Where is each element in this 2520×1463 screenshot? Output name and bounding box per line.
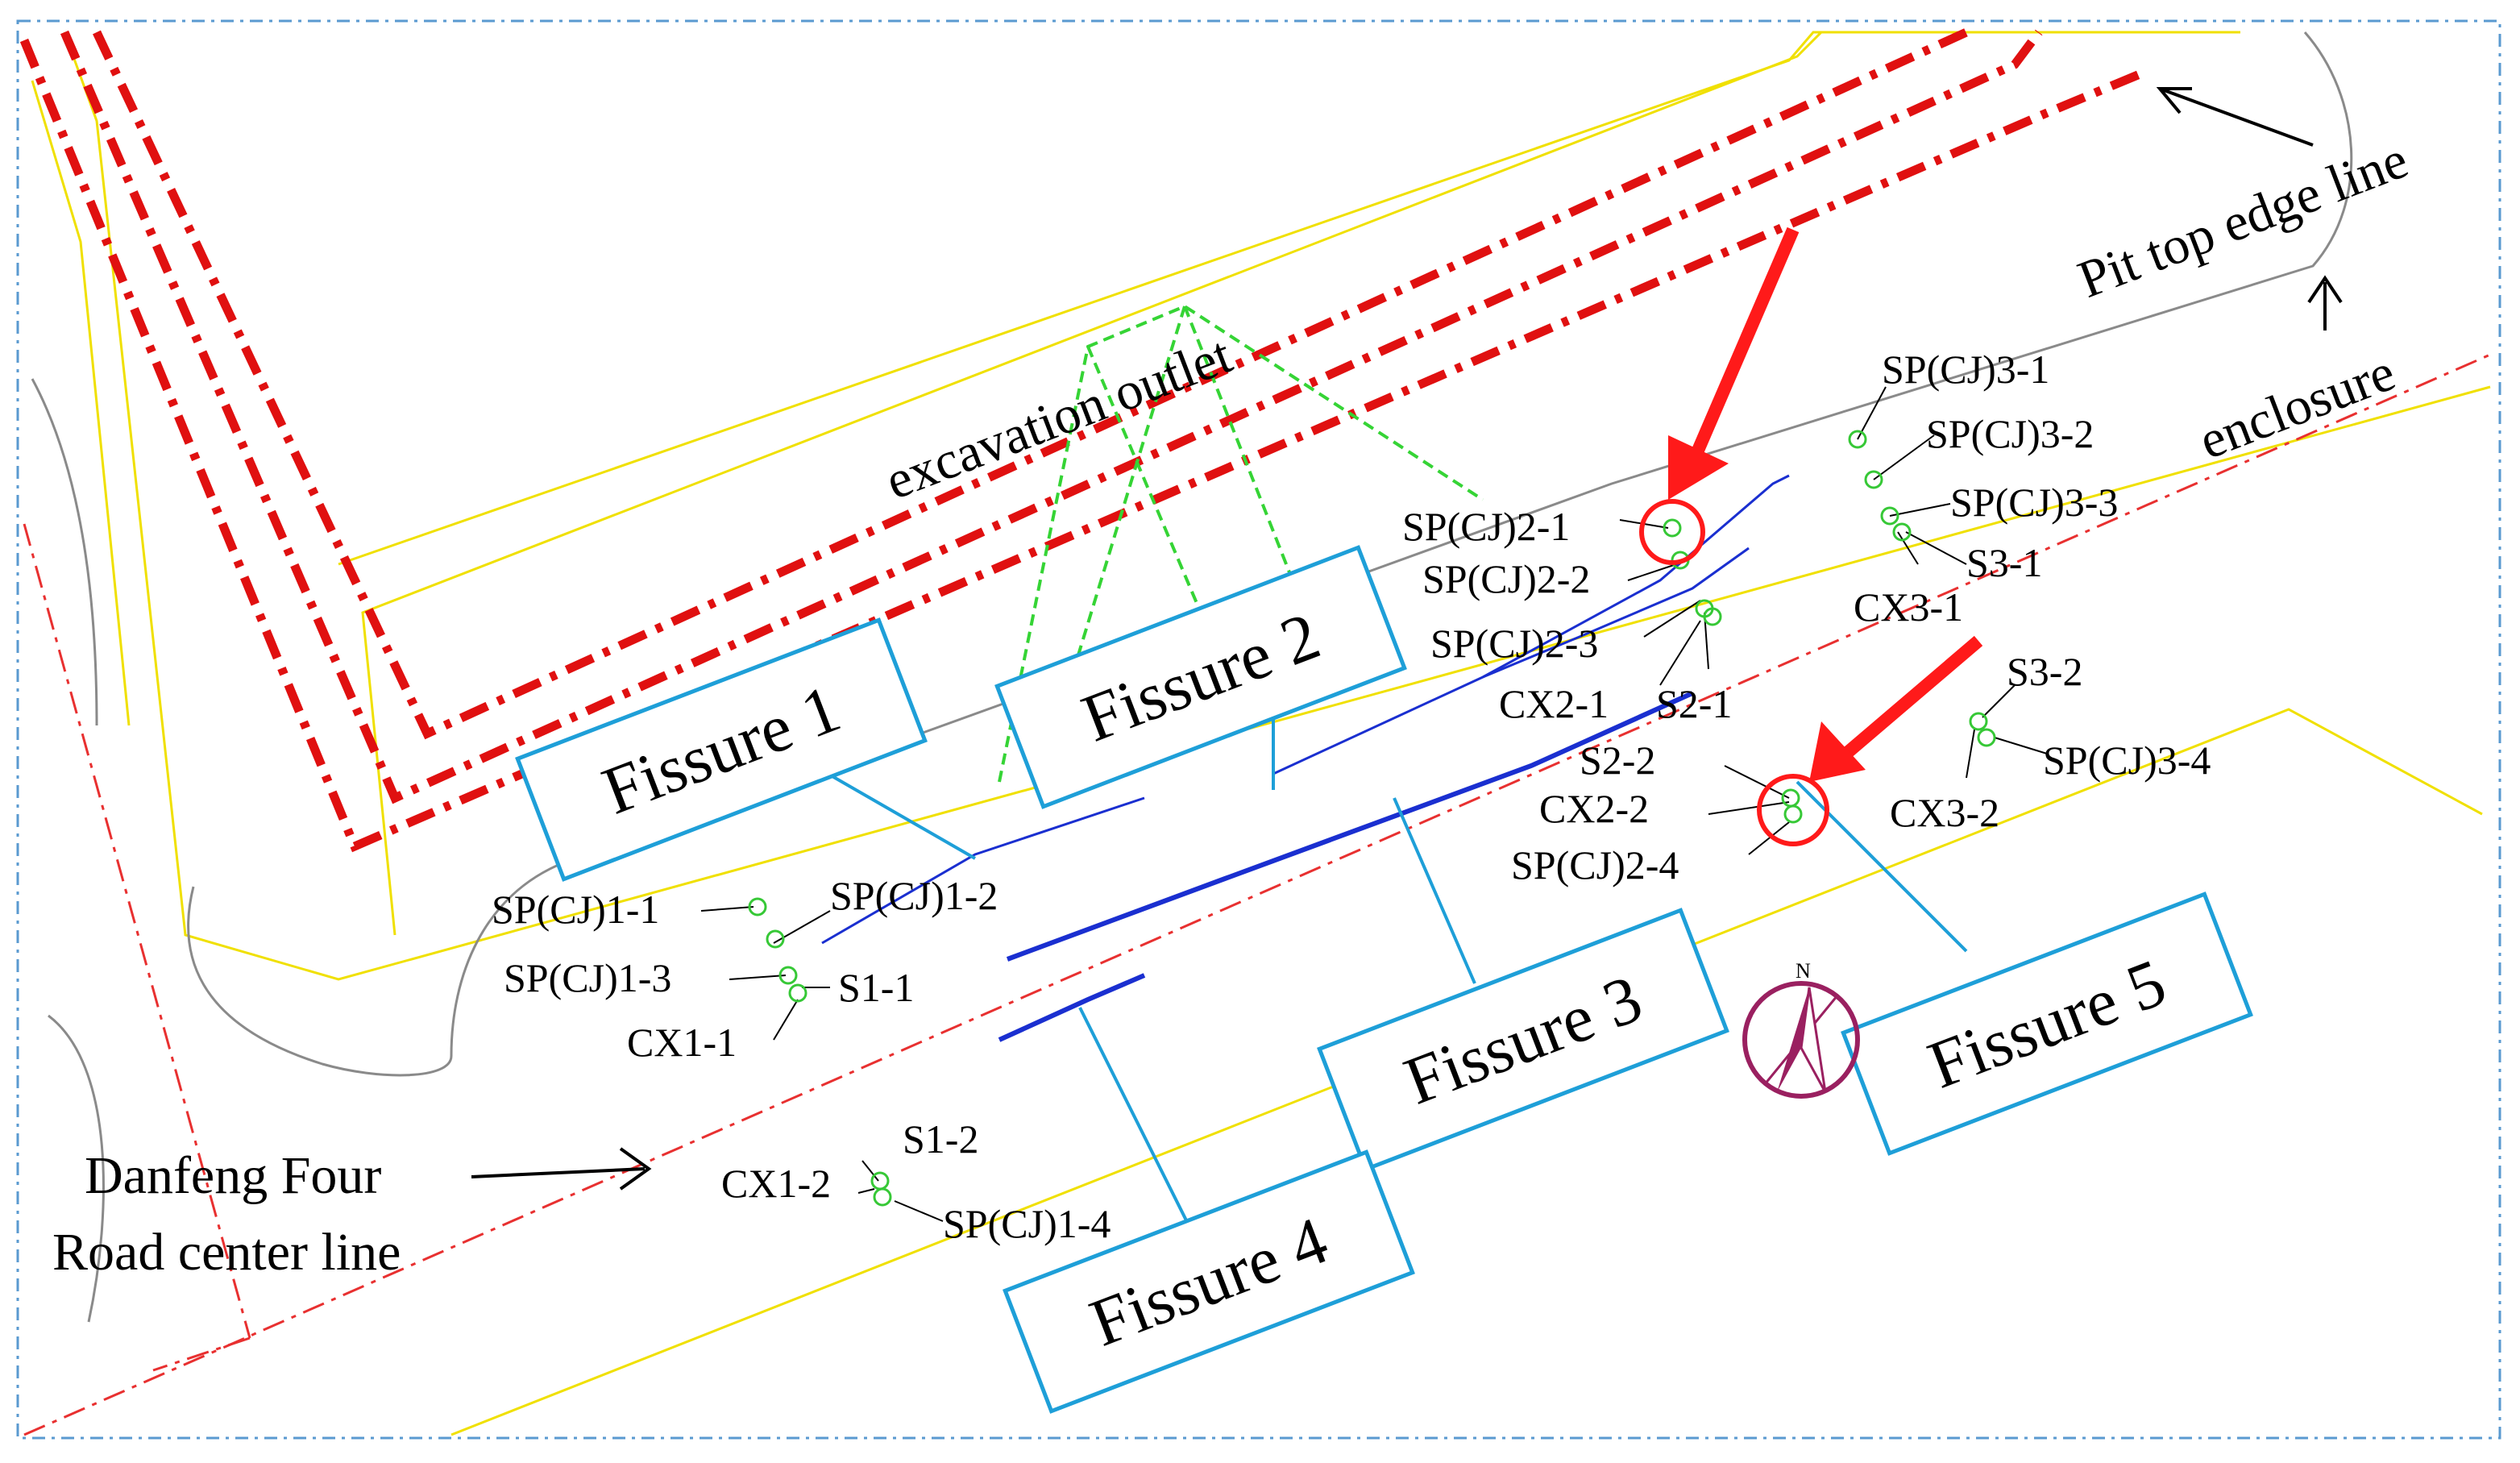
- label-sp-cj-3-3: SP(CJ)3-3: [1950, 480, 2118, 525]
- label-s1-1: S1-1: [838, 965, 914, 1010]
- label-cx2-1: CX2-1: [1499, 681, 1609, 726]
- road-center-lines: [23, 353, 2491, 1436]
- label-sp-cj-2-1: SP(CJ)2-1: [1402, 504, 1570, 549]
- north-label: N: [1796, 959, 1811, 983]
- label-cx2-2: CX2-2: [1539, 786, 1649, 831]
- label-sp-cj-1-1: SP(CJ)1-1: [492, 887, 659, 932]
- road-center-pointer: [471, 1147, 652, 1191]
- label-cx1-2: CX1-2: [721, 1161, 831, 1206]
- road-center-label-line1: Danfeng Four: [85, 1146, 381, 1205]
- highlight-arrow-1: [1668, 227, 1800, 500]
- label-s1-2: S1-2: [903, 1116, 978, 1162]
- label-sp-cj-3-4: SP(CJ)3-4: [2043, 738, 2211, 783]
- point-labels: SP(CJ)1-1 SP(CJ)1-2 SP(CJ)1-3 S1-1 CX1-1…: [492, 347, 2211, 1246]
- label-sp-cj-2-2: SP(CJ)2-2: [1422, 556, 1590, 601]
- enclosure-lines: [31, 31, 2353, 1323]
- label-s3-1: S3-1: [1966, 540, 2042, 585]
- pit-top-edge-lines: [19, 27, 2146, 853]
- north-compass-icon: N: [1742, 959, 1860, 1099]
- fissure-3-box: Fissure 3: [1317, 908, 1729, 1172]
- highlight-circles: [1639, 499, 1829, 846]
- label-s2-2: S2-2: [1580, 738, 1655, 783]
- label-s3-2: S3-2: [2007, 649, 2082, 694]
- label-sp-cj-2-4: SP(CJ)2-4: [1511, 842, 1679, 887]
- enclosure-label: enclosure: [2191, 343, 2402, 471]
- fissure-1-box: Fissure 1: [515, 617, 928, 882]
- road-center-label-line2: Road center line: [52, 1223, 401, 1282]
- fissure-lines: [821, 474, 1790, 1042]
- drawing-frame: [16, 19, 2501, 1440]
- label-sp-cj-2-3: SP(CJ)2-3: [1430, 621, 1598, 666]
- pit-edge-pointer: [2156, 87, 2343, 330]
- label-sp-cj-3-1: SP(CJ)3-1: [1882, 347, 2049, 392]
- pit-top-edge-label: Pit top edge line: [2070, 130, 2415, 310]
- label-sp-cj-1-2: SP(CJ)1-2: [830, 873, 998, 918]
- label-s2-1: S2-1: [1656, 681, 1732, 726]
- label-sp-cj-1-4: SP(CJ)1-4: [943, 1201, 1111, 1246]
- label-cx3-1: CX3-1: [1854, 584, 1963, 630]
- fissure-2-box: Fissure 2: [994, 545, 1407, 809]
- monitoring-points: [748, 430, 1996, 1207]
- highlight-arrow-2: [1809, 635, 1983, 782]
- label-sp-cj-3-2: SP(CJ)3-2: [1926, 411, 2094, 456]
- label-sp-cj-1-3: SP(CJ)1-3: [504, 955, 671, 1000]
- label-cx3-2: CX3-2: [1890, 790, 1999, 835]
- fissure-5-box: Fissure 5: [1841, 892, 2253, 1156]
- label-cx1-1: CX1-1: [627, 1020, 737, 1065]
